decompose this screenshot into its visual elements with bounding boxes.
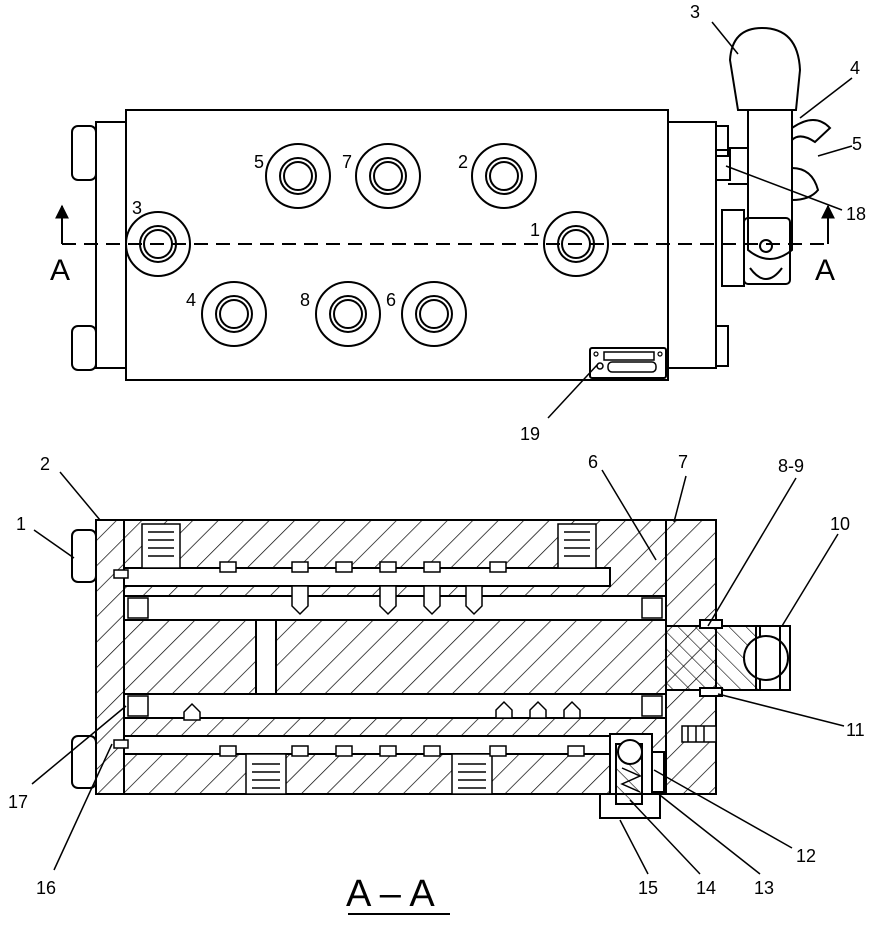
- handle-lever: [747, 110, 793, 260]
- section-view: [71, 519, 791, 819]
- left-cap-boss-top: [71, 125, 97, 181]
- check-poppets: [183, 585, 581, 721]
- label-port-1: 1: [530, 220, 540, 240]
- detent-assembly: [599, 739, 665, 819]
- label-port-6: 6: [386, 290, 396, 310]
- label-sec-16: 16: [36, 878, 56, 898]
- handle-assembly: [715, 26, 832, 287]
- label-sec-12: 12: [796, 846, 816, 866]
- label-port-5: 5: [254, 152, 264, 172]
- left-boss-bottom: [71, 735, 97, 789]
- port-2: [471, 143, 537, 209]
- label-lever-4: 4: [850, 58, 860, 78]
- left-boss-top: [71, 529, 97, 583]
- right-cap-boss-top: [715, 125, 729, 157]
- section-leaders: [31, 469, 845, 875]
- label-port-3: 3: [132, 198, 142, 218]
- label-sec-11: 11: [846, 720, 865, 740]
- port-8: [315, 281, 381, 347]
- cross-passage: [255, 619, 277, 695]
- spool-bore-top: [123, 567, 611, 587]
- label-sec-10: 10: [830, 514, 850, 534]
- handle-knob: [728, 26, 802, 111]
- label-sec-8-9: 8-9: [778, 456, 804, 476]
- section-mark-right: A: [815, 254, 835, 287]
- label-sec-1: 1: [16, 514, 26, 534]
- name-plate: [589, 347, 667, 379]
- spool-lands: [219, 561, 585, 757]
- right-cap-boss-bottom: [715, 325, 729, 367]
- spring-clip: [791, 119, 832, 144]
- label-knob-3: 3: [690, 2, 700, 22]
- label-sec-17: 17: [8, 792, 28, 812]
- label-port-7: 7: [342, 152, 352, 172]
- label-port-2: 2: [458, 152, 468, 172]
- label-port-4: 4: [186, 290, 196, 310]
- label-sec-2: 2: [40, 454, 50, 474]
- left-cap-boss-bottom: [71, 325, 97, 371]
- section-view-labels: 1 2 6 7 8-9 10 11 12 13 14 15 16 17 A – …: [8, 452, 865, 915]
- label-sec-6: 6: [588, 452, 598, 472]
- port-6: [401, 281, 467, 347]
- label-sec-13: 13: [754, 878, 774, 898]
- section-mark-left: A: [50, 254, 70, 287]
- top-leaders: [547, 21, 853, 419]
- pin-18: [715, 149, 731, 181]
- label-sec-7: 7: [678, 452, 688, 472]
- side-fitting: [681, 725, 717, 743]
- section-title: A – A: [346, 873, 435, 915]
- left-end-plate: [95, 519, 125, 795]
- passage-plugs: [127, 597, 663, 717]
- port-7: [355, 143, 421, 209]
- pins-left: [113, 569, 129, 749]
- label-pin-18: 18: [846, 204, 866, 224]
- label-sec-15: 15: [638, 878, 658, 898]
- section-line-a: [55, 204, 835, 245]
- port-4: [201, 281, 267, 347]
- top-plugs: [141, 523, 597, 569]
- label-plate-19: 19: [520, 424, 540, 444]
- port-5: [265, 143, 331, 209]
- bottom-plugs: [245, 753, 493, 795]
- top-view: [71, 26, 832, 381]
- label-port-8: 8: [300, 290, 310, 310]
- handle-bracket: [721, 209, 745, 287]
- top-view-labels: 5 7 2 3 1 4 8 6 3 4 5 18 A A 19: [50, 2, 866, 444]
- label-sec-14: 14: [696, 878, 716, 898]
- spool-bore-bottom: [123, 735, 611, 755]
- label-clip-5: 5: [852, 134, 862, 154]
- lower-passage: [123, 693, 667, 719]
